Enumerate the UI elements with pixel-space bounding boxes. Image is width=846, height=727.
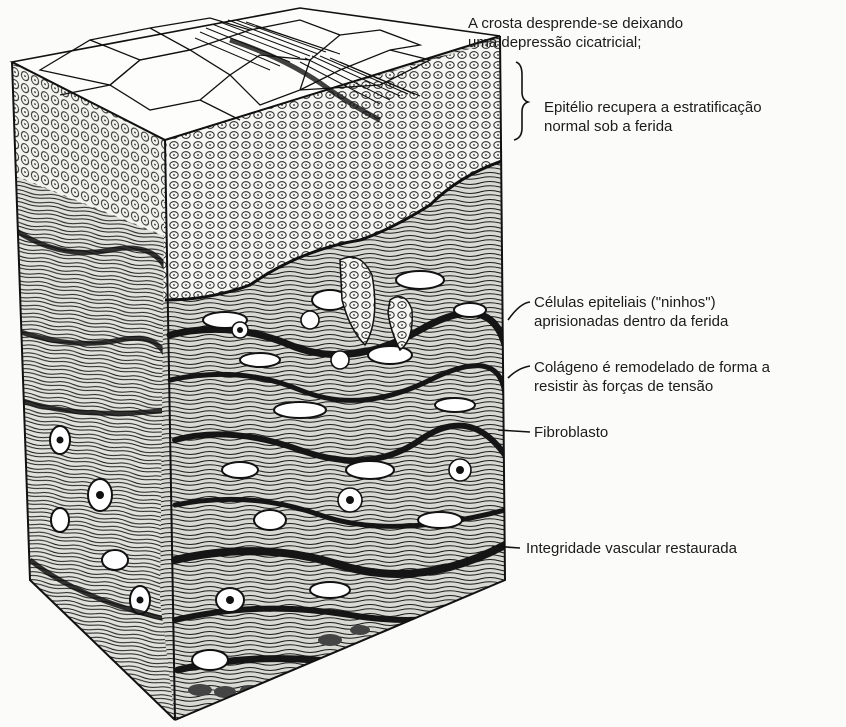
label-collagen: Colágeno é remodelado de forma a resisti… bbox=[534, 358, 770, 396]
leader-collagen bbox=[508, 366, 530, 378]
label-crust: A crosta desprende-se deixando uma depre… bbox=[468, 14, 683, 52]
leader-nests bbox=[508, 302, 530, 320]
label-collagen-line1: Colágeno é remodelado de forma a bbox=[534, 358, 770, 377]
label-vascular: Integridade vascular restaurada bbox=[526, 539, 737, 558]
label-nests-line1: Células epiteliais ("ninhos") bbox=[534, 293, 728, 312]
label-epithelium: Epitélio recupera a estratificação norma… bbox=[544, 98, 762, 136]
label-vascular-line1: Integridade vascular restaurada bbox=[526, 539, 737, 558]
label-crust-line1: A crosta desprende-se deixando bbox=[468, 14, 683, 33]
label-crust-line2: uma depressão cicatricial; bbox=[468, 33, 683, 52]
label-nests-line2: aprisionadas dentro da ferida bbox=[534, 312, 728, 331]
brace-epithelium bbox=[514, 62, 528, 140]
label-fibroblast: Fibroblasto bbox=[534, 423, 608, 442]
label-nests: Células epiteliais ("ninhos") aprisionad… bbox=[534, 293, 728, 331]
label-epithelium-line1: Epitélio recupera a estratificação bbox=[544, 98, 762, 117]
label-fibroblast-line1: Fibroblasto bbox=[534, 423, 608, 442]
label-epithelium-line2: normal sob a ferida bbox=[544, 117, 762, 136]
label-collagen-line2: resistir às forças de tensão bbox=[534, 377, 770, 396]
